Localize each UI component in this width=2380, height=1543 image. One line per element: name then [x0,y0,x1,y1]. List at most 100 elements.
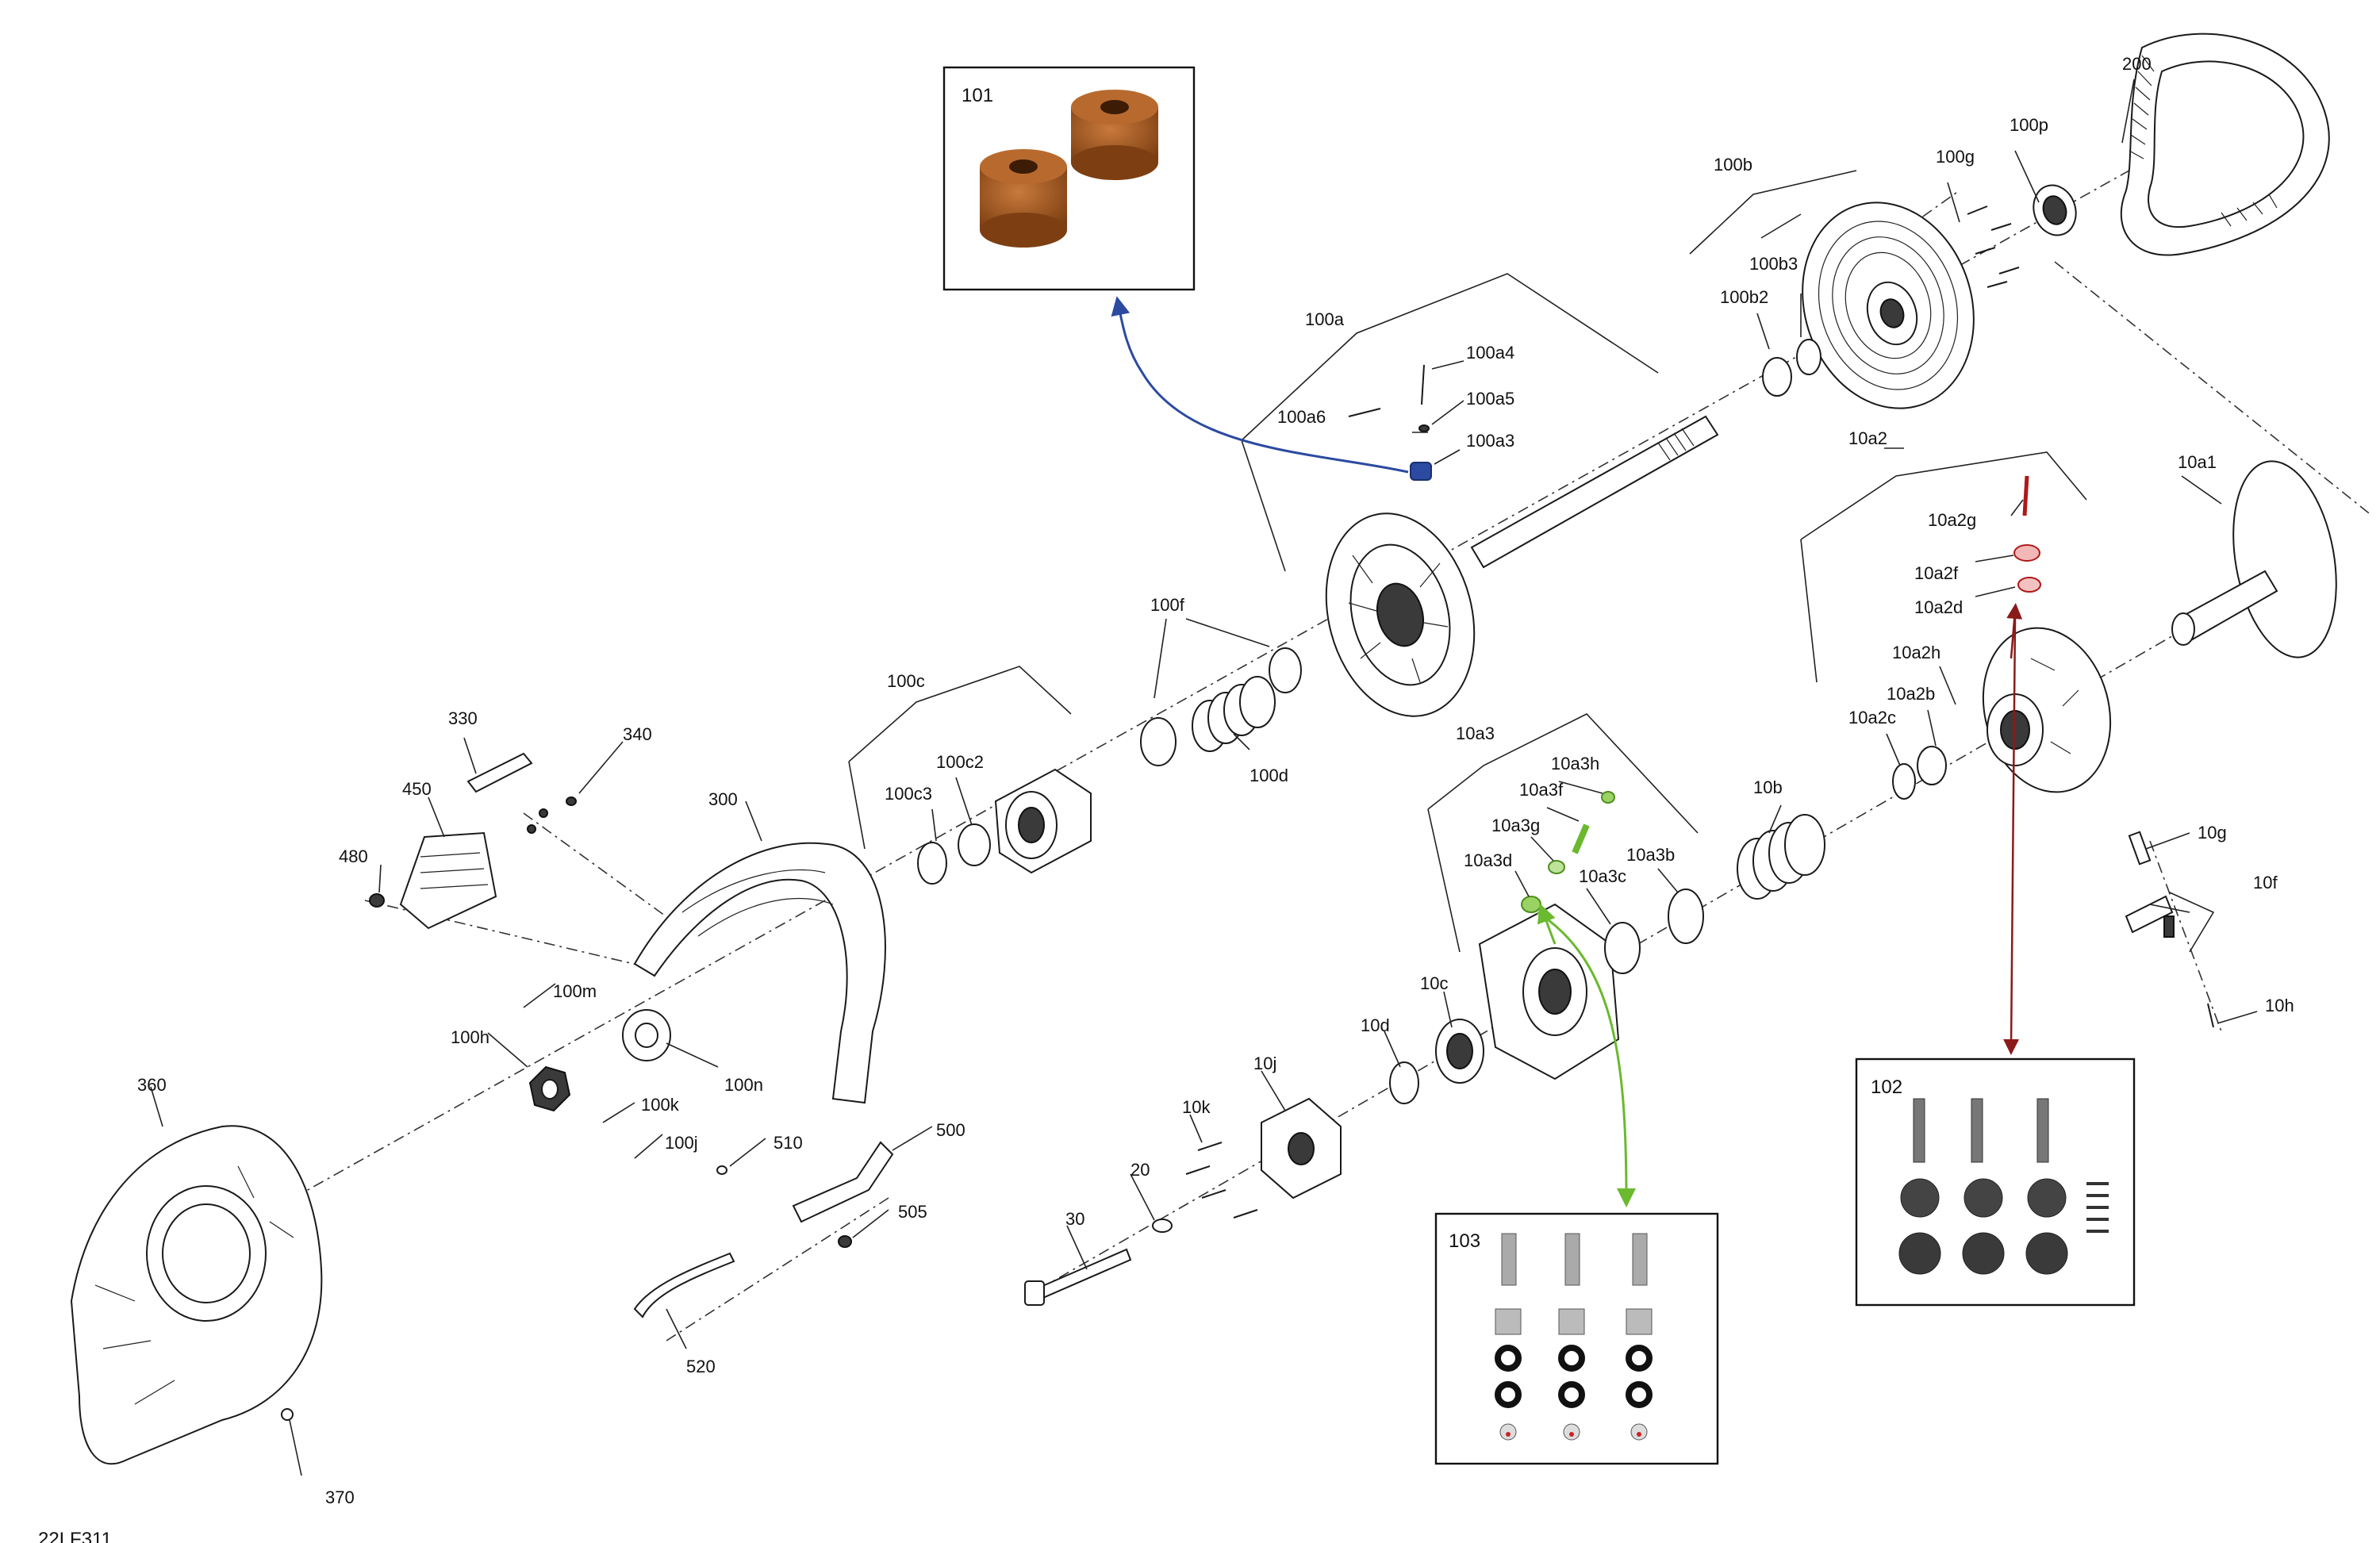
part-label: 370 [325,1487,355,1507]
figure-code: 22LF311 [38,1529,112,1543]
pin-image [1501,1233,1648,1286]
part-100h [528,1065,571,1112]
part-label: 10f [2253,873,2278,892]
part-label: 10a2 [1848,428,1887,448]
part-label: 10a2h [1892,643,1940,662]
retainer-10j [1024,1097,1342,1306]
callout-arrow-103 [1537,911,1636,1207]
part-label: 10a2g [1928,510,1976,530]
part-label: 100c [887,671,925,691]
o-ring-image [1495,1345,1653,1408]
bushing-image [980,149,1067,248]
kit-code-103: 103 [1449,1230,1480,1252]
bearing [2033,184,2077,236]
callout-arrow-102-start [2006,603,2023,659]
part-label: 10a3b [1626,845,1675,865]
ring-100n [622,1009,671,1061]
kit-code-102: 102 [1871,1077,1902,1098]
part-label: 10a3f [1519,780,1564,800]
part-label: 100a4 [1466,343,1514,363]
part-labels: 200 100p 100g 100b 100b3 100b2 100a 100a… [137,54,2294,1507]
part-label: 100k [641,1095,680,1115]
part-label: 330 [448,708,478,728]
part-label: 10g [2198,823,2227,843]
screw-image [1499,1423,1648,1441]
part-label: 505 [898,1202,927,1222]
pin-image [1913,1098,2049,1163]
part-label: 100h [451,1027,489,1047]
callout-arrow-101 [1111,296,1409,474]
screws-100g [1967,205,2020,288]
part-label: 100d [1250,766,1288,785]
part-label: 10j [1253,1054,1276,1073]
part-label: 10a2b [1887,684,1935,704]
part-label: 100g [1936,147,1975,167]
leader-lines [150,79,2258,1476]
part-label: 200 [2122,54,2152,74]
part-label: 10a1 [2178,452,2217,472]
washer-stack-image [2086,1182,2109,1233]
kit-code-101: 101 [962,85,993,106]
rings-100b [1762,339,1821,397]
part-label: 10a2d [1914,597,1963,617]
kit-box-103: 103 [1434,1212,1719,1465]
moving-sheave-100a [1325,512,1476,717]
fixed-sheave [1802,202,1975,409]
part-label: 510 [774,1133,803,1153]
part-label: 10a3g [1491,816,1540,835]
part-label: 450 [402,779,432,799]
part-label: 10a3h [1551,754,1599,773]
roller-image [1898,1178,2068,1275]
part-label: 100n [724,1075,763,1095]
part-label: 10a3c [1579,866,1626,886]
primary-moving-sheave-10a2 [1982,627,2112,793]
part-label: 480 [339,846,368,866]
part-label: 520 [686,1357,716,1376]
part-label: 500 [936,1120,965,1140]
ring-100f [1140,647,1302,766]
part-label: 100b [1714,155,1752,175]
sleeve-image [1495,1308,1653,1335]
part-label: 10c [1420,973,1448,993]
part-label: 100c2 [936,752,984,772]
bearing-10c [1389,1019,1484,1104]
housing-360 [70,1125,323,1465]
part-label: 10b [1753,777,1783,797]
drive-belt [2120,33,2330,256]
cover-300 [633,842,886,1104]
pin-parts-100a [1348,364,1432,481]
part-label: 100m [553,981,597,1001]
parts-10f-10g-10h [2125,831,2214,1028]
callout-arrow-103-start [1537,903,1557,945]
part-label: 100b3 [1749,254,1798,274]
cam-100c [917,768,1092,885]
part-label: 100a5 [1466,389,1514,409]
kit-box-101: 101 [942,66,1196,291]
part-label: 100b2 [1720,287,1768,307]
part-label: 100a [1305,309,1345,329]
part-label: 10a2c [1848,708,1896,727]
kit-box-102: 102 [1855,1057,2136,1307]
part-label: 100p [2010,115,2048,135]
part-label: 20 [1130,1160,1150,1180]
parts-10a2-top [1892,475,2041,800]
clip-500 [633,1141,894,1318]
callout-arrow-102 [2003,618,2020,1055]
drive-shaft [1470,415,1719,569]
part-label: 100j [665,1133,698,1153]
part-label: 100f [1150,595,1185,615]
primary-fixed-sheave [2171,460,2337,658]
part-label: 300 [708,789,738,809]
bracket-330 [369,752,577,930]
part-label: 100c3 [885,784,932,804]
spring-10b [1737,814,1825,900]
part-label: 10h [2265,996,2294,1015]
spring-100d [1192,676,1276,752]
part-label: 10a3 [1456,724,1495,743]
part-label: 340 [623,724,652,744]
part-label: 10d [1361,1015,1390,1035]
part-label: 10a2f [1914,563,1959,583]
part-label: 10a3d [1464,850,1512,870]
spider-10a3 [1478,791,1704,1080]
